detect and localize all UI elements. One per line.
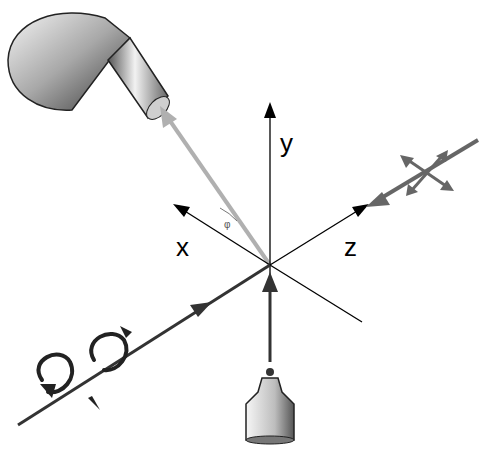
scattered-beam <box>168 118 270 265</box>
source-bottle <box>246 368 294 444</box>
circular-polarization <box>39 334 127 392</box>
incident-beam <box>18 265 270 425</box>
axis-label: z <box>344 234 357 260</box>
detector <box>8 13 174 124</box>
linear-polarization <box>408 156 446 190</box>
axis-label: x <box>176 234 189 260</box>
linear-beam <box>378 140 478 200</box>
angle-label: φ <box>224 220 230 230</box>
axis-label: y <box>280 130 293 156</box>
